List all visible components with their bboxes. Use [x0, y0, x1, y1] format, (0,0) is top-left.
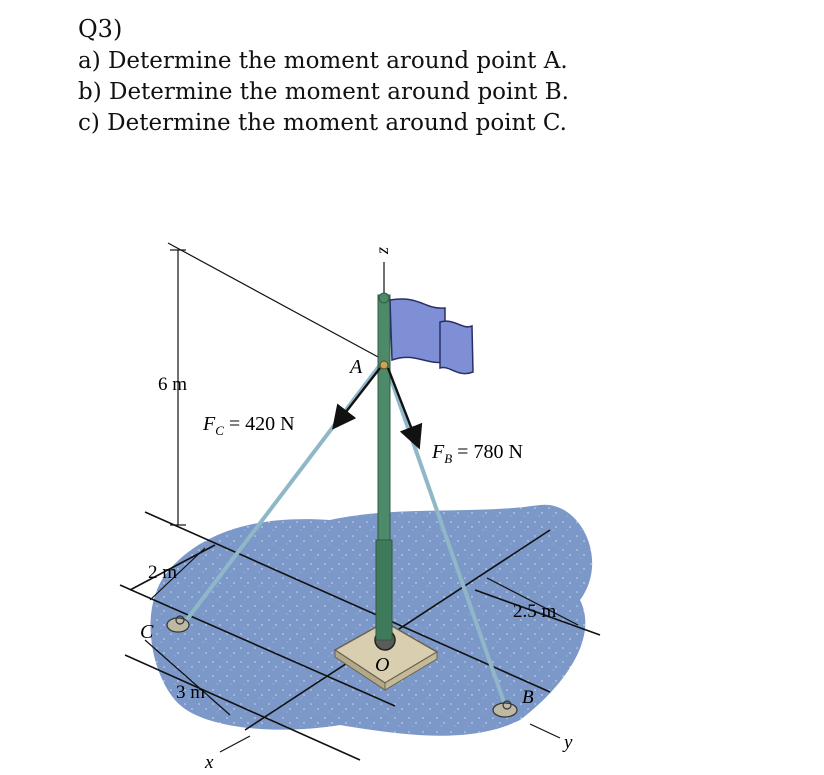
question-part-c: c) Determine the moment around point C. — [78, 110, 567, 136]
point-A-marker — [379, 360, 389, 370]
flag — [389, 298, 446, 364]
force-C-value: = 420 N — [224, 413, 295, 435]
force-arrow-FC — [332, 367, 381, 430]
y-axis-line — [529, 723, 561, 739]
force-B-symbol: F — [431, 441, 445, 463]
dimension-2-5m-label: 2.5 m — [513, 601, 557, 622]
dimension-lines — [144, 242, 579, 716]
point-C-label: C — [140, 621, 154, 643]
force-C-subscript: C — [215, 423, 224, 438]
point-A-label: A — [348, 356, 363, 378]
pole-top-knob — [378, 292, 390, 304]
axis-x-label: x — [204, 752, 214, 773]
force-arrow-FB — [386, 367, 423, 450]
anchor-B — [492, 700, 518, 718]
point-B-label: B — [522, 687, 534, 708]
force-C-symbol: F — [202, 413, 216, 435]
anchor-C — [166, 615, 190, 633]
question-block: Q3) a) Determine the moment around point… — [78, 12, 778, 139]
force-C-label: FC = 420 N — [202, 413, 295, 438]
x-axis-line — [219, 735, 251, 753]
question-part-b: b) Determine the moment around point B. — [78, 79, 569, 105]
axis-y-label: y — [562, 732, 573, 753]
height-dimension-label: 6 m — [158, 374, 187, 395]
point-O-label: O — [375, 654, 389, 676]
axis-z-label: z — [372, 247, 392, 255]
dimension-3m-label: 3 m — [176, 682, 205, 703]
force-B-value: = 780 N — [452, 441, 523, 463]
question-part-a: a) Determine the moment around point A. — [78, 48, 568, 74]
question-title: Q3) — [78, 15, 123, 43]
force-B-subscript: B — [444, 451, 452, 466]
cable-B — [384, 364, 507, 706]
dimension-2m-label: 2 m — [148, 562, 177, 583]
force-B-label: FB = 780 N — [431, 441, 523, 466]
ground-patch — [150, 504, 593, 736]
